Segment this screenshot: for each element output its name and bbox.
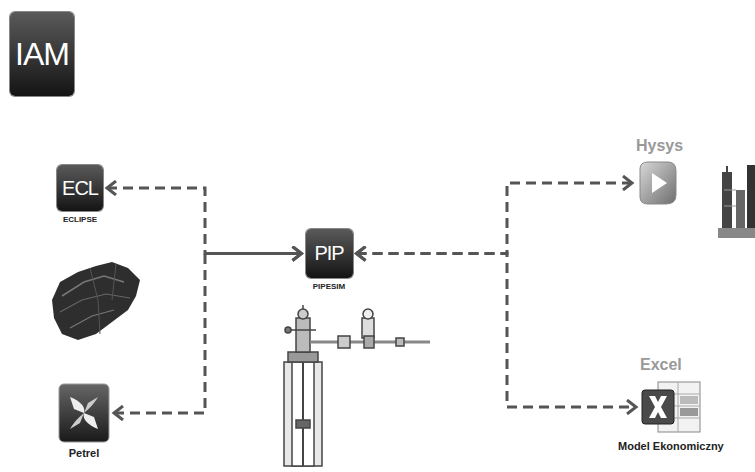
icon-text: ECL xyxy=(62,177,98,200)
tool-node: IAM xyxy=(10,12,74,96)
tool-label: Model Ekonomiczny xyxy=(618,440,752,452)
tool-icon-box: PIP xyxy=(306,229,353,278)
hysys-icon xyxy=(636,159,680,207)
dashed-connector xyxy=(107,188,302,254)
tool-node: ExcelModel Ekonomiczny xyxy=(614,356,752,452)
tool-icon-box: ECL xyxy=(57,165,103,211)
process-plant xyxy=(718,165,755,238)
reservoir-model xyxy=(52,262,140,340)
tool-label: ECLIPSE xyxy=(44,215,116,224)
tool-label: PIPESIM xyxy=(292,282,366,291)
dashed-connector xyxy=(114,254,302,414)
tool-icon-box: IAM xyxy=(10,12,74,96)
dashed-connector xyxy=(357,183,633,254)
dashed-connector xyxy=(357,254,637,408)
tool-label: Petrel xyxy=(50,447,118,459)
tool-node: Petrel xyxy=(50,383,118,459)
tool-node: Hysys xyxy=(636,137,696,207)
tool-node: ECL ECLIPSE xyxy=(44,165,116,224)
icon-text: IAM xyxy=(15,36,69,73)
icon-text: PIP xyxy=(314,242,343,265)
tool-name: Hysys xyxy=(636,137,696,155)
petrel-icon xyxy=(58,383,110,443)
tool-node: PIP PIPESIM xyxy=(292,229,366,291)
tool-name: Excel xyxy=(640,356,752,374)
excel-icon xyxy=(640,378,702,436)
well-schematic xyxy=(284,305,430,466)
